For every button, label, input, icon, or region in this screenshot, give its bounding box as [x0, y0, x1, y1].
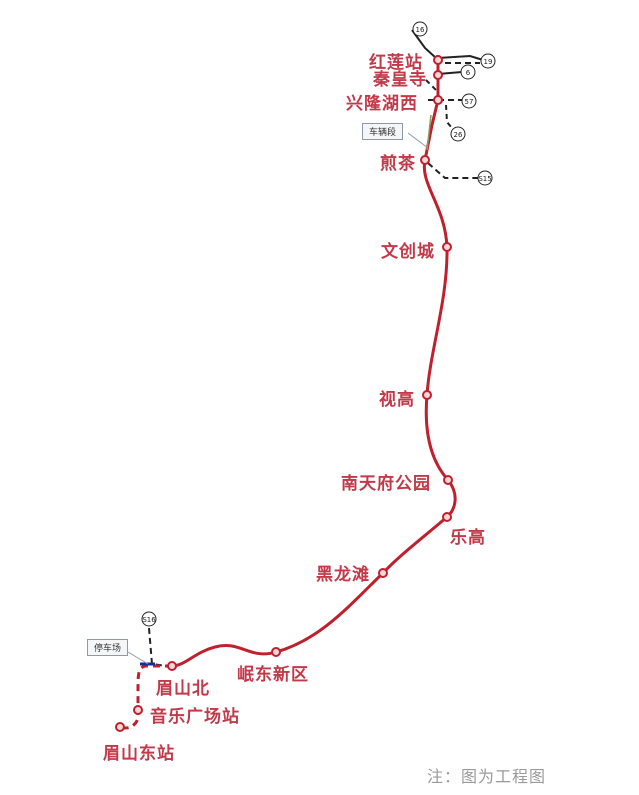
vehicle-depot-label: 车辆段 — [362, 123, 404, 140]
station-label-mindong: 岷东新区 — [237, 665, 309, 685]
station-dot-meishanbei — [167, 661, 177, 671]
svg-text:26: 26 — [454, 131, 463, 139]
station-dot-mindong — [271, 647, 281, 657]
badge-s16: S16 — [141, 611, 157, 627]
svg-text:S15: S15 — [478, 175, 491, 183]
station-label-yinyueguangchang: 音乐广场站 — [150, 707, 240, 727]
station-label-jiancha: 煎茶 — [380, 154, 416, 174]
svg-text:57: 57 — [465, 98, 474, 106]
station-label-wenchuangcheng: 文创城 — [381, 242, 435, 262]
station-label-heilongtan: 黑龙滩 — [316, 565, 370, 585]
station-dot-honglian — [433, 55, 443, 65]
badge-s15: S15 — [477, 170, 493, 186]
line-16-connector — [411, 29, 437, 59]
station-dot-legao — [442, 512, 452, 522]
station-label-honglian: 红莲站 — [369, 53, 423, 73]
parking-lot-label: 停车场 — [87, 639, 129, 656]
svg-text:19: 19 — [484, 58, 493, 66]
station-dot-jiancha — [420, 155, 430, 165]
badge-16: 16 — [412, 21, 428, 37]
station-dot-nantianfu — [443, 475, 453, 485]
line-extension-dashed — [119, 664, 172, 730]
svg-text:6: 6 — [466, 69, 471, 77]
line-19-connector — [437, 54, 484, 61]
transfer-badges: 16 19 6 57 26 S15 S16 — [141, 21, 496, 627]
station-dots — [115, 55, 453, 732]
parking-leader — [127, 651, 149, 665]
badge-57: 57 — [461, 93, 477, 109]
svg-text:16: 16 — [416, 26, 425, 34]
station-label-shigao: 视高 — [379, 390, 415, 410]
vehicle-depot-leader — [407, 132, 429, 149]
station-dot-shigao — [422, 390, 432, 400]
svg-text:S16: S16 — [142, 616, 156, 624]
station-dot-heilongtan — [378, 568, 388, 578]
line-qhs-dashed — [425, 79, 439, 93]
line-main-route — [171, 55, 457, 668]
badge-19: 19 — [480, 53, 496, 69]
badge-26: 26 — [450, 126, 466, 142]
station-label-qinhuangsi: 秦皇寺 — [373, 70, 427, 90]
station-dot-yinyueguangchang — [133, 705, 143, 715]
station-label-meishandong: 眉山东站 — [103, 744, 175, 764]
line-s15-connector — [427, 162, 478, 179]
station-dot-wenchuangcheng — [442, 242, 452, 252]
vehicle-depot-track — [426, 114, 432, 151]
station-label-meishanbei: 眉山北 — [156, 679, 210, 699]
line-s16-connector — [148, 627, 167, 667]
engineering-note: 注：图为工程图 — [427, 767, 547, 786]
station-label-xinglonghuxi: 兴隆湖西 — [346, 94, 418, 114]
station-dot-qinhuangsi — [433, 70, 443, 80]
station-label-legao: 乐高 — [450, 528, 486, 548]
station-label-nantianfu: 南天府公园 — [341, 474, 431, 494]
station-dot-xinglonghuxi — [433, 95, 443, 105]
station-dot-meishandong — [115, 722, 125, 732]
badge-6: 6 — [460, 64, 476, 80]
